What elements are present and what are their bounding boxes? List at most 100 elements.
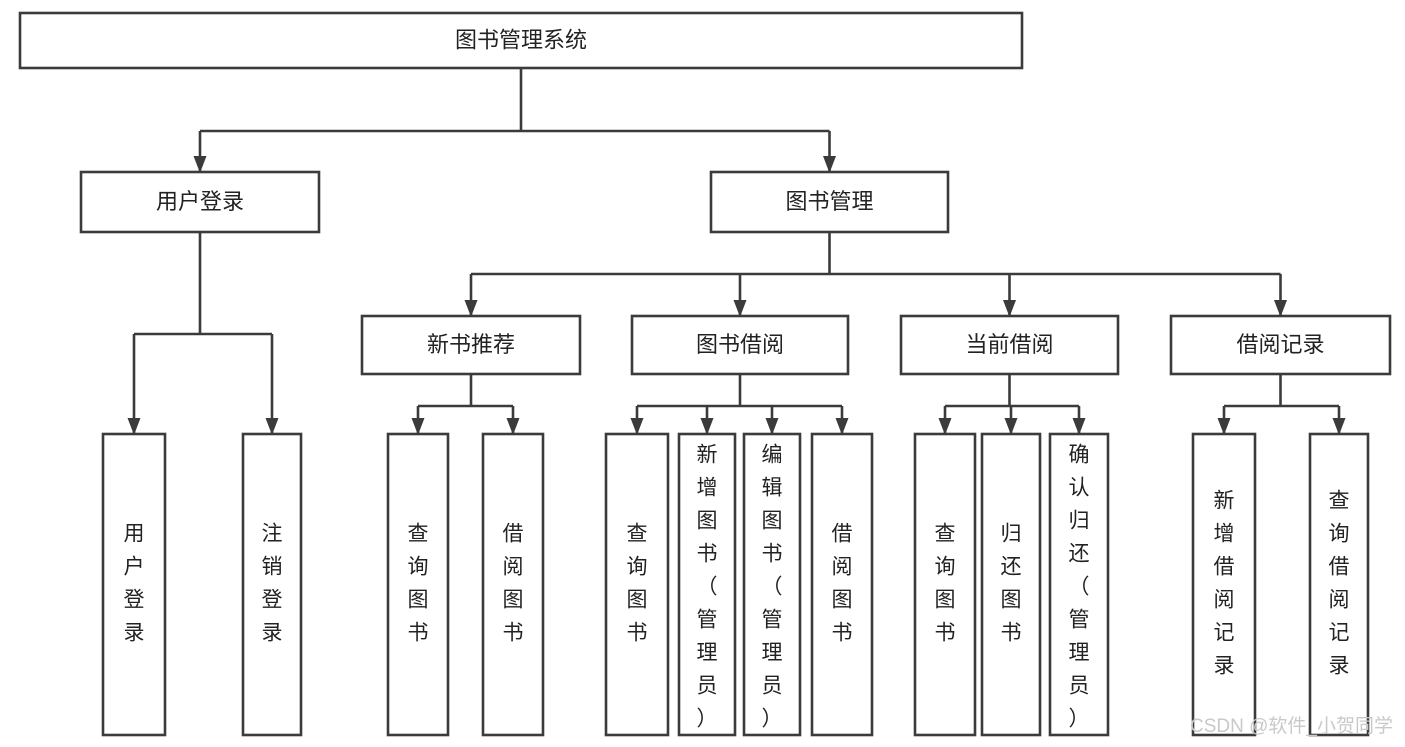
node-book-borrow[interactable]: 图书借阅	[630, 314, 850, 376]
label-char: 管	[697, 609, 718, 632]
label-char: 图	[697, 510, 718, 533]
label-char: 书	[1001, 622, 1022, 645]
label-char: 图	[503, 589, 524, 612]
node-label: 新书推荐	[427, 332, 515, 357]
node-new-book[interactable]: 新书推荐	[360, 314, 582, 376]
node-box	[899, 314, 1120, 376]
label-char: 书	[503, 622, 524, 645]
watermark-label: CSDN @软件_小贺同学	[1190, 715, 1393, 737]
label-char: 户	[124, 556, 145, 579]
node-user-login[interactable]: 用户登录	[79, 170, 321, 234]
node-current-borrow[interactable]: 当前借阅	[899, 314, 1120, 376]
node-box	[810, 432, 874, 737]
label-char: 图	[935, 589, 956, 612]
node-box	[1048, 432, 1110, 737]
arrow-head-icon	[265, 418, 279, 435]
node-book-manage[interactable]: 图书管理	[709, 170, 950, 234]
label-char: 员	[1069, 675, 1090, 698]
arrow-head-icon	[506, 418, 520, 435]
arrow-head-icon	[823, 156, 836, 173]
label-char: 图	[627, 589, 648, 612]
label-char: 阅	[1329, 589, 1350, 612]
node-root[interactable]: 图书管理系统	[18, 11, 1024, 70]
label-char: 还	[1069, 543, 1090, 566]
label-char: 用	[124, 523, 145, 546]
label-char: 认	[1069, 477, 1090, 500]
arrow-head-icon	[127, 418, 141, 435]
node-box	[1308, 432, 1370, 737]
arrow-head-icon	[1003, 300, 1016, 317]
node-box	[980, 432, 1042, 737]
label-char: 管	[762, 609, 783, 632]
label-char: 员	[697, 675, 718, 698]
node-borrow-record[interactable]: 借阅记录	[1169, 314, 1392, 376]
label-char: 查	[408, 523, 429, 546]
node-box	[913, 432, 977, 737]
label-char: 记	[1214, 622, 1235, 645]
arrow-head-icon	[1004, 418, 1018, 435]
node-label: 用户登录	[124, 523, 145, 645]
node-label: 图书借阅	[696, 332, 784, 357]
label-char: 图	[832, 589, 853, 612]
label-char: 书	[762, 543, 783, 566]
label-char: 查	[935, 523, 956, 546]
arrow-head-icon	[1072, 418, 1086, 435]
node-layer: 图书管理系统用户登录图书管理新书推荐图书借阅当前借阅借阅记录用户登录注销登录查询…	[18, 11, 1392, 737]
label-char: 登	[124, 589, 145, 612]
label-char: 借	[1214, 556, 1235, 579]
node-leaf-user-login[interactable]: 用户登录	[101, 432, 167, 737]
arrow-head-icon	[1217, 418, 1231, 435]
node-box	[742, 432, 802, 737]
label-char: 确	[1069, 444, 1090, 467]
label-char: 增	[1214, 523, 1235, 546]
label-char: 查	[627, 523, 648, 546]
label-char: 阅	[503, 556, 524, 579]
label-char: 借	[503, 523, 524, 546]
label-char: 理	[1069, 642, 1090, 665]
node-label: 图书管理系统	[455, 27, 587, 52]
label-char: 录	[262, 622, 283, 645]
label-char: 图	[408, 589, 429, 612]
node-box	[18, 11, 1024, 70]
node-label: 图书管理	[785, 189, 873, 214]
label-char: 询	[1329, 523, 1350, 546]
label-char: 书	[697, 543, 718, 566]
node-box	[79, 170, 321, 234]
label-char: 书	[935, 622, 956, 645]
label-char: 编	[762, 444, 783, 467]
label-char: （	[697, 576, 718, 599]
arrow-head-icon	[765, 418, 779, 435]
node-box	[709, 170, 950, 234]
label-char: 询	[935, 556, 956, 579]
label-char: 查	[1329, 490, 1350, 513]
label-char: 增	[697, 477, 718, 500]
label-char: 图	[762, 510, 783, 533]
node-box	[481, 432, 545, 737]
arrow-head-icon	[700, 418, 714, 435]
label-char: 理	[697, 642, 718, 665]
arrow-head-icon	[193, 156, 207, 173]
node-box	[360, 314, 582, 376]
label-char: 录	[124, 622, 145, 645]
label-char: 新	[1214, 490, 1235, 513]
label-char: 询	[627, 556, 648, 579]
